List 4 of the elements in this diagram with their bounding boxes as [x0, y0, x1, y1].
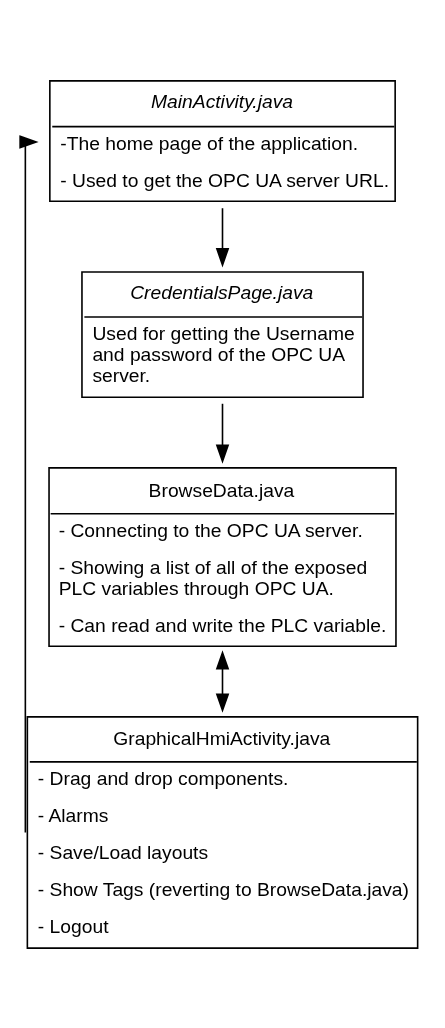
arrow	[19, 134, 39, 833]
arrow	[215, 402, 230, 464]
arrow	[215, 206, 230, 267]
arrow	[215, 649, 230, 713]
